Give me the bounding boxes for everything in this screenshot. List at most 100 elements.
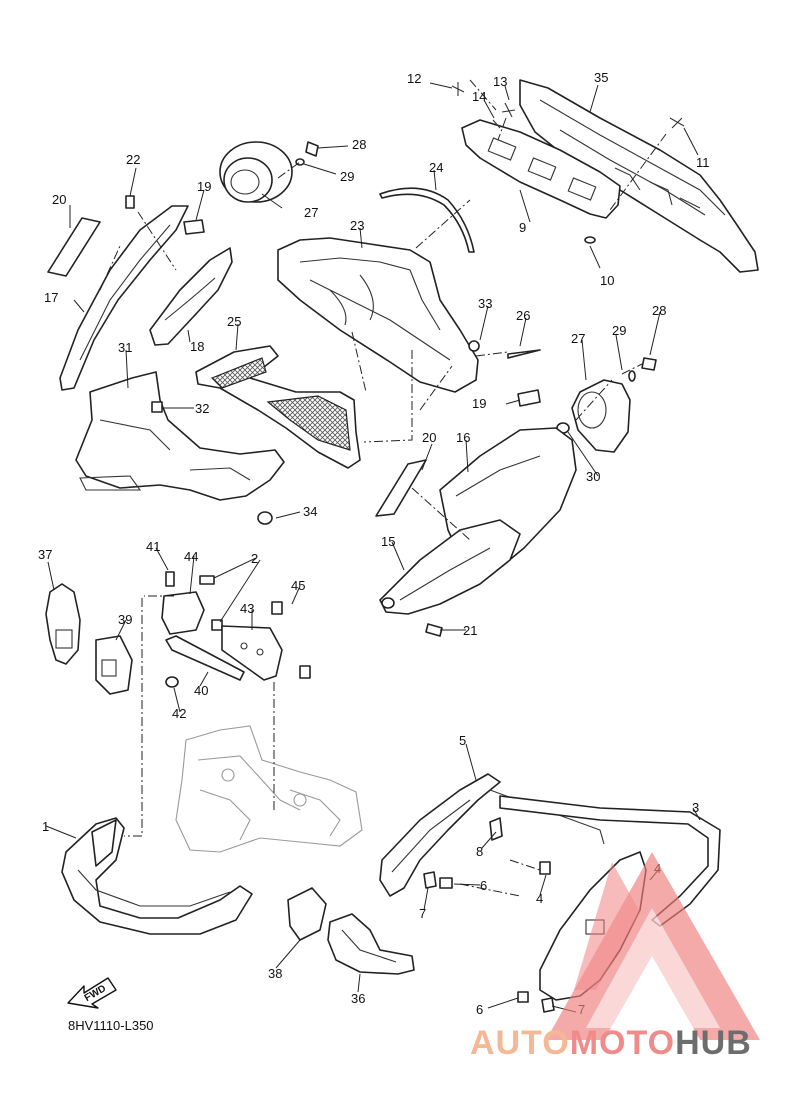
callout-9: 9 xyxy=(519,220,526,235)
callout-20-right: 20 xyxy=(422,430,436,445)
callout-45: 45 xyxy=(291,578,305,593)
fasteners-top-right xyxy=(451,82,685,244)
cover-36 xyxy=(327,913,415,975)
leader-lines xyxy=(45,82,701,1013)
callout-3: 3 xyxy=(692,800,699,815)
callout-1: 1 xyxy=(42,819,49,834)
callout-24: 24 xyxy=(429,160,443,175)
cover-18 xyxy=(149,247,233,346)
callout-6-mid: 6 xyxy=(480,878,487,893)
callout-6-low: 6 xyxy=(476,1002,483,1017)
bolt-4 xyxy=(539,861,551,875)
callout-29-right: 29 xyxy=(612,323,626,338)
decal-20-right xyxy=(375,459,427,517)
clip-8 xyxy=(489,817,503,841)
callout-27-right: 27 xyxy=(571,331,585,346)
callout-26: 26 xyxy=(516,308,530,323)
diagram-code: 8HV1110-L350 xyxy=(68,1018,154,1033)
bolt-41 xyxy=(165,571,175,587)
bolt-6 xyxy=(439,877,453,889)
callout-34: 34 xyxy=(303,504,317,519)
front-cowl-1 xyxy=(61,817,253,935)
callout-14: 14 xyxy=(472,89,486,104)
frame-outline xyxy=(175,725,363,853)
cover-37 xyxy=(45,583,81,665)
bolt-28-29-top xyxy=(295,141,319,166)
callout-labels: 12 13 14 35 11 9 10 28 29 27 24 23 22 20… xyxy=(38,70,710,1017)
callout-33: 33 xyxy=(478,296,492,311)
callout-40: 40 xyxy=(194,683,208,698)
callout-10: 10 xyxy=(600,273,614,288)
pad-19-top xyxy=(183,219,205,235)
callout-12: 12 xyxy=(407,71,421,86)
nut-42 xyxy=(165,676,179,688)
callout-19-top: 19 xyxy=(197,179,211,194)
bolt-2-upper xyxy=(199,575,215,585)
callout-8: 8 xyxy=(476,844,483,859)
strip-24 xyxy=(379,187,475,253)
pad-19-mid xyxy=(517,389,541,407)
callout-29-top: 29 xyxy=(340,169,354,184)
bolt-28-right xyxy=(641,357,657,371)
callout-36: 36 xyxy=(351,991,365,1006)
callout-41: 41 xyxy=(146,539,160,554)
callout-35: 35 xyxy=(594,70,608,85)
clip-7-lower xyxy=(541,997,555,1013)
pin-26 xyxy=(507,349,541,359)
fwd-arrow-icon: FWD xyxy=(67,977,117,1009)
nut-34 xyxy=(257,511,273,525)
callout-17: 17 xyxy=(44,290,58,305)
bolt-6-lower xyxy=(517,991,529,1003)
callout-38: 38 xyxy=(268,966,282,981)
side-cover-17 xyxy=(59,205,189,391)
washer-29-right xyxy=(628,370,636,382)
watermark-text: AUTOMOTOHUB xyxy=(470,1024,752,1062)
callout-39: 39 xyxy=(118,612,132,627)
inner-panel-31 xyxy=(75,371,285,501)
bolt-21 xyxy=(425,623,443,637)
callout-15: 15 xyxy=(381,534,395,549)
bracket-43 xyxy=(221,625,283,681)
callout-22: 22 xyxy=(126,152,140,167)
duct-cone-27 xyxy=(571,379,631,453)
callout-28-right: 28 xyxy=(652,303,666,318)
callout-44: 44 xyxy=(184,549,198,564)
bracket-38 xyxy=(287,887,327,941)
callout-42: 42 xyxy=(172,706,186,721)
callout-11: 11 xyxy=(696,155,710,170)
callout-43: 43 xyxy=(240,601,254,616)
clip-7 xyxy=(423,871,437,889)
callout-7-mid: 7 xyxy=(419,906,426,921)
watermark-logo xyxy=(546,852,760,1040)
duct-23 xyxy=(277,237,480,393)
callout-23: 23 xyxy=(350,218,364,233)
callout-28-top: 28 xyxy=(352,137,366,152)
callout-21: 21 xyxy=(463,623,477,638)
callout-13: 13 xyxy=(493,74,507,89)
callout-31: 31 xyxy=(118,340,132,355)
callout-25: 25 xyxy=(227,314,241,329)
callout-19-mid: 19 xyxy=(472,396,486,411)
callout-18: 18 xyxy=(190,339,204,354)
callout-27-top: 27 xyxy=(304,205,318,220)
callout-32: 32 xyxy=(195,401,209,416)
callout-37: 37 xyxy=(38,547,52,562)
duct-ring-27-top xyxy=(219,141,293,203)
callout-2: 2 xyxy=(251,551,258,566)
bolt-45-b xyxy=(299,665,311,679)
decal-20-top xyxy=(47,217,101,277)
callout-30: 30 xyxy=(586,469,600,484)
callout-16: 16 xyxy=(456,430,470,445)
bolt-22 xyxy=(125,195,135,209)
panel-9 xyxy=(461,119,621,219)
cover-39 xyxy=(95,635,133,695)
bracket-44 xyxy=(161,591,205,635)
callout-5: 5 xyxy=(459,733,466,748)
side-cover-15 xyxy=(379,519,521,615)
bolt-45-a xyxy=(271,601,283,615)
dash-lines xyxy=(99,79,667,897)
stay-40 xyxy=(165,635,245,681)
callout-20-top: 20 xyxy=(52,192,66,207)
